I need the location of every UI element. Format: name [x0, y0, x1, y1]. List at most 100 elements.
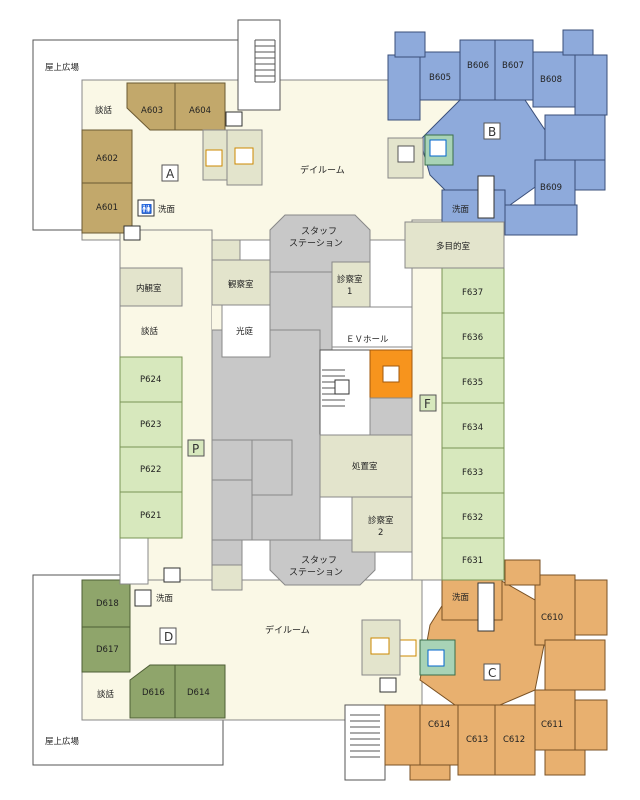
- wing-a-lounge: 談話: [95, 105, 113, 116]
- room-a602[interactable]: [81, 129, 133, 184]
- staff-station-bottom-l1: スタッフ: [301, 555, 337, 566]
- wing-c-wheelchair-icon: [427, 649, 445, 667]
- exam2-l1: 診察室: [368, 515, 394, 526]
- room-a604-label: A604: [189, 106, 211, 116]
- room-f633[interactable]: [441, 447, 505, 494]
- room-p622-label: P622: [140, 465, 161, 475]
- room-b605-label: B605: [429, 73, 451, 83]
- wing-b-room-right: [574, 54, 608, 116]
- stairs-top: [237, 19, 281, 111]
- room-p623[interactable]: [119, 401, 183, 448]
- wing-c-phone-icon: [399, 639, 417, 657]
- central-core: スタッフ ステーション スタッフ ステーション 観察室 光庭 内観室 診察室 1…: [119, 214, 413, 591]
- room-a601[interactable]: [81, 182, 133, 234]
- wing-b-toilet-icon: [477, 175, 495, 219]
- wing-f-badge: [419, 394, 437, 412]
- room-c612-label: C612: [503, 735, 525, 745]
- wing-c-room-south2: [544, 749, 586, 776]
- room-d617[interactable]: [81, 626, 131, 673]
- wing-b-wheelchair-icon: [429, 139, 447, 157]
- staff-core-box2: [211, 479, 253, 541]
- room-f631[interactable]: [441, 537, 505, 581]
- room-b606-label: B606: [467, 61, 489, 71]
- exam1-l1: 診察室: [337, 274, 363, 285]
- room-a604[interactable]: [174, 82, 226, 131]
- room-f632-label: F632: [462, 513, 483, 523]
- wing-b-badge-label: B: [488, 125, 496, 139]
- room-c613-label: C613: [466, 735, 488, 745]
- wing-p-lounge: 談話: [141, 326, 159, 337]
- elevator-glyph: [382, 365, 400, 383]
- room-b607-label: B607: [502, 61, 524, 71]
- exam2-l2: 2: [378, 528, 383, 538]
- room-f637-label: F637: [462, 288, 483, 298]
- wing-a-badge: [161, 164, 179, 182]
- room-d618[interactable]: [81, 579, 131, 628]
- room-f632[interactable]: [441, 492, 505, 539]
- wing-a-toilet-icon: [137, 199, 155, 217]
- wing-b-room-top2: [562, 29, 594, 56]
- room-b609-label: B609: [540, 183, 562, 193]
- room-c614-label: C614: [428, 720, 450, 730]
- wing-a-badge-label: A: [166, 167, 175, 181]
- wing-c-room-east: [574, 579, 608, 636]
- wing-d-washroom: 洗面: [156, 593, 174, 604]
- room-b606[interactable]: [459, 39, 496, 101]
- room-c612[interactable]: [494, 704, 536, 776]
- observation-room[interactable]: [211, 259, 271, 306]
- multipurpose-label: 多目的室: [436, 241, 471, 252]
- ev-hall-zone: [331, 306, 413, 348]
- room-f634[interactable]: [441, 402, 505, 449]
- dayroom-bottom: デイルーム: [265, 624, 310, 636]
- room-d617-label: D617: [96, 645, 119, 655]
- wing-c: C610 C611 C612 C613 C614 C 洗面: [361, 559, 608, 781]
- room-c613[interactable]: [457, 704, 496, 776]
- wing-b-room-se: [544, 114, 606, 161]
- staff-core-box4: [211, 564, 243, 591]
- internal-exam-room[interactable]: [119, 267, 183, 307]
- wing-b-washroom: 洗面: [452, 204, 470, 215]
- room-f635-label: F635: [462, 378, 483, 388]
- wing-d: D618 D617 D616 D614 談話 D 洗面: [81, 537, 226, 719]
- room-a601-label: A601: [96, 203, 118, 213]
- exam-room-1[interactable]: [331, 261, 371, 308]
- room-c610-label: C610: [541, 613, 563, 623]
- stairs-icon: [334, 379, 350, 395]
- wing-c-room-sw: [384, 704, 421, 766]
- room-d618-label: D618: [96, 599, 119, 609]
- room-d616-label: D616: [142, 688, 165, 698]
- staff-core-ev-side: [369, 397, 413, 436]
- room-a603[interactable]: [126, 82, 176, 131]
- room-b607[interactable]: [494, 39, 534, 101]
- svg-text:🚻: 🚻: [141, 203, 152, 215]
- room-c610[interactable]: [534, 574, 576, 646]
- wing-b-badge: [483, 122, 501, 140]
- wing-b-room-south: [504, 204, 578, 236]
- wing-a-trash-icon-2: [225, 111, 243, 127]
- room-d614[interactable]: [174, 664, 226, 719]
- wing-c-badge-label: C: [488, 666, 496, 680]
- wing-c-trash-icon: [379, 677, 397, 693]
- room-b608[interactable]: [532, 51, 576, 108]
- staff-station-bottom-l2: ステーション: [289, 567, 343, 578]
- room-c611-label: C611: [541, 720, 563, 730]
- room-f631-label: F631: [462, 556, 483, 566]
- wing-d-badge-label: D: [164, 630, 173, 644]
- wing-p-badge: [187, 439, 205, 457]
- wing-p: P624 P623 P622 P621 談話 P: [119, 326, 205, 539]
- room-f636-label: F636: [462, 333, 483, 343]
- internal-exam-label: 内観室: [136, 283, 162, 294]
- wing-c-room-south: [409, 764, 451, 781]
- wing-b-room-left: [387, 54, 421, 121]
- wing-a: A603 A604 A602 A601 談話 A 🚻 洗面: [81, 82, 263, 241]
- treatment-room[interactable]: [319, 434, 413, 498]
- wing-p-badge-label: P: [192, 442, 199, 456]
- staff-station-top-l1: スタッフ: [301, 226, 337, 237]
- staff-station-top-l2: ステーション: [289, 238, 343, 249]
- room-p621[interactable]: [119, 491, 183, 539]
- multipurpose-room[interactable]: [404, 221, 505, 269]
- room-c614[interactable]: [419, 704, 459, 766]
- dayroom-top: デイルーム: [300, 164, 345, 176]
- exam-room-2[interactable]: [351, 496, 413, 553]
